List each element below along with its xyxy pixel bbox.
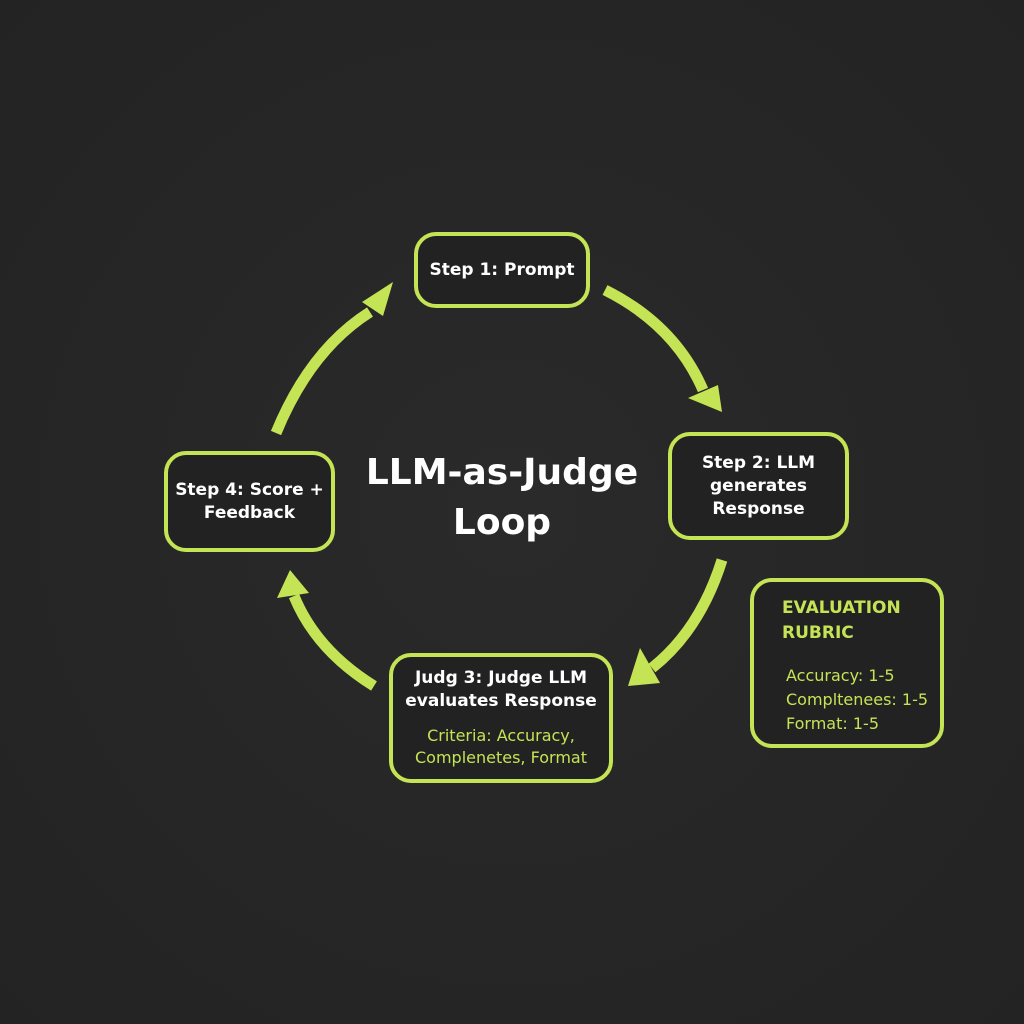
step4-label: Step 4: Score + Feedback <box>175 479 324 523</box>
arrow-step1-to-step2 <box>602 285 709 393</box>
arrow-step3-to-step4 <box>288 593 377 691</box>
arrowhead-step2 <box>688 385 722 412</box>
rubric-item: Format: 1-5 <box>786 714 879 733</box>
diagram-title: LLM-as-Judge Loop <box>365 452 639 543</box>
rubric-heading: EVALUATION RUBRIC <box>782 598 901 643</box>
step3-judge-box: Judg 3: Judge LLM evaluates Response Cri… <box>389 653 613 783</box>
step4-score-box: Step 4: Score + Feedback <box>164 451 335 552</box>
step1-prompt-box: Step 1: Prompt <box>414 232 590 308</box>
step2-generate-box: Step 2: LLM generates Response <box>668 432 849 540</box>
step3-criteria: Criteria: Accuracy, Complenetes, Format <box>415 726 587 767</box>
step2-label: Step 2: LLM generates Response <box>701 452 816 519</box>
arrow-step4-to-step1 <box>270 307 373 436</box>
rubric-item: Accuracy: 1-5 <box>786 666 895 685</box>
rubric-item: Compltenees: 1-5 <box>786 690 929 709</box>
arrowhead-step3 <box>628 648 660 686</box>
evaluation-rubric-box: EVALUATION RUBRIC Accuracy: 1-5 Complten… <box>750 578 944 748</box>
step1-label: Step 1: Prompt <box>429 259 575 280</box>
arrowhead-step1 <box>362 282 393 316</box>
arrow-step2-to-step3 <box>648 558 728 673</box>
step3-label: Judg 3: Judge LLM evaluates Response <box>405 668 597 711</box>
arrowhead-step4 <box>277 570 309 598</box>
